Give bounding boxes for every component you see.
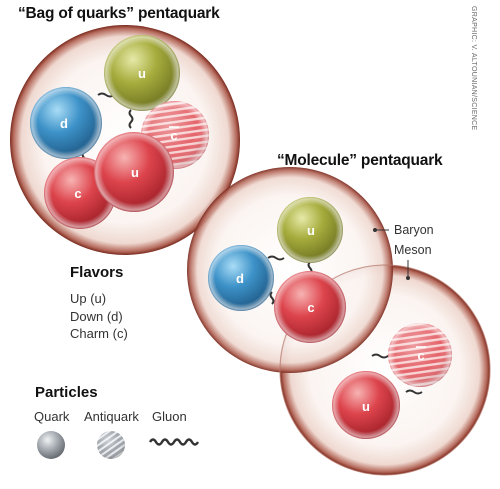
flavors-heading: Flavors [70,264,124,281]
molecule-title: “Molecule” pentaquark [277,152,443,169]
antiquark-legend-icon [97,431,125,459]
quark-letter: u [138,66,146,81]
gluon-spring [269,291,275,305]
quark-legend-icon [37,431,65,459]
gluon-spring [405,389,423,395]
baryon-label: Baryon [394,223,434,237]
quark-down: d [30,87,102,159]
quark-letter: c [74,186,81,201]
legend-antiquark-label: Antiquark [84,409,139,424]
quark-letter: d [60,116,68,131]
quark-letter: c [417,348,424,363]
bag-title: “Bag of quarks” pentaquark [18,5,220,22]
legend-quark-label: Quark [34,409,70,424]
quark-charm: c [274,271,346,343]
gluon-spring [267,255,285,261]
graphic-credit: GRAPHIC: V. ALTOUNIAN/SCIENCE [470,6,477,131]
quark-letter: u [131,165,139,180]
quark-letter: c [307,300,314,315]
baryon-pointer-dot [373,228,377,232]
legend-gluon-label: Gluon [152,409,187,424]
flavor-up: Up (u) [70,291,107,306]
quark-down: d [208,245,274,311]
quark-up: u [277,197,343,263]
gluon-spring [128,109,134,129]
quark-letter: d [236,271,244,286]
quark-up: u [104,35,180,111]
flavors-list: Up (u) Down (d) Charm (c) [70,290,128,343]
meson-pointer-dot [406,276,410,280]
molecule-pentaquark: u d c c u [187,167,491,476]
meson-label: Meson [394,243,432,257]
antiquark-anticharm: c [388,323,452,387]
quark-up: u [332,371,400,439]
particles-heading: Particles [35,384,98,401]
quark-up: u [94,132,174,212]
quark-letter: u [307,223,315,238]
particles-legend-icons [37,431,200,459]
flavor-charm: Charm (c) [70,326,128,341]
quark-letter: u [362,399,370,414]
quark-letter: c [170,128,177,143]
bag-pentaquark: u d c c u [10,25,240,255]
gluon-legend-icon [148,438,200,446]
flavor-down: Down (d) [70,308,123,324]
